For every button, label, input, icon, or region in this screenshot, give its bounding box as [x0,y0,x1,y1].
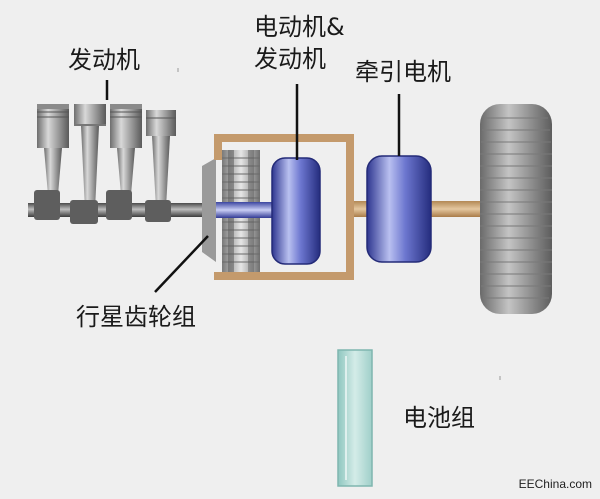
motor-generator-label-line2: 发动机 [254,45,326,73]
sun-gear-shaft [216,202,278,218]
planetary-gearset-illustration [202,150,278,272]
engine-label: 发动机 [68,46,140,74]
leader-lines [105,80,401,293]
transmission-frame [214,134,354,280]
motor-generator-label-line1: 电动机& [254,13,345,41]
watermark: EEChina.com [518,477,592,491]
battery-pack [337,349,373,487]
battery-pack-label: 电池组 [403,404,475,432]
engine-illustration [28,104,218,224]
traction-motor-label: 牵引电机 [355,58,451,86]
planetary-leader [154,235,209,293]
planetary-gearset-label: 行星齿轮组 [76,303,196,331]
motor-generator-unit [271,157,321,265]
wheel [480,104,552,314]
engine-cylinders [34,104,176,224]
traction-motor-unit [366,155,432,263]
gear-carrier-plate [202,158,216,262]
